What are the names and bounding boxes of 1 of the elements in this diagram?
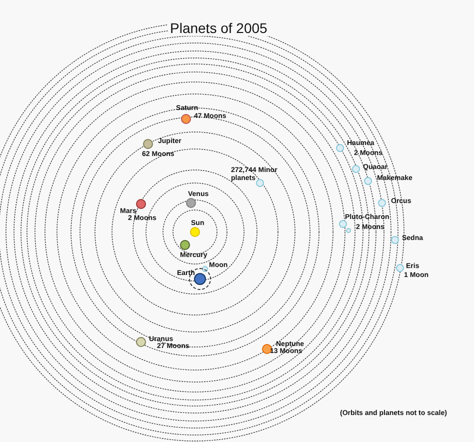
diagram-title: Planets of 2005 <box>168 20 270 36</box>
